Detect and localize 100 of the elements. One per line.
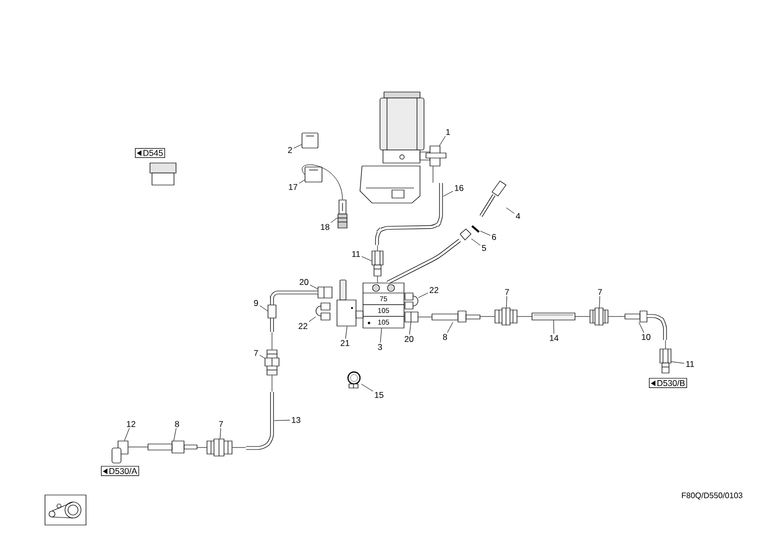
callout-number: 4: [516, 213, 520, 219]
leader-line: [310, 284, 318, 290]
banjo-fitting-drawing: [404, 292, 418, 310]
washer-drawing: [471, 225, 480, 233]
valve-drawing: [420, 146, 446, 166]
clamp-drawing: [347, 371, 361, 388]
leader-line: [439, 136, 446, 146]
callout-number: 8: [175, 421, 179, 427]
callout-number: 16: [454, 185, 464, 191]
leader-line: [447, 322, 454, 333]
connecting-line: [302, 164, 343, 200]
callout-number: 22: [430, 287, 438, 293]
tube: [270, 290, 318, 300]
leader-line: [443, 190, 454, 196]
fitting-drawing: [660, 348, 672, 374]
leader-line: [506, 296, 508, 308]
connecting-line: [418, 316, 432, 318]
leader-line: [124, 428, 130, 441]
leader-line: [599, 296, 600, 308]
callout-number: 15: [374, 392, 384, 398]
nut-drawing: [460, 228, 472, 240]
callout-number: 6: [492, 234, 496, 240]
connecting-line: [197, 447, 207, 448]
fitting-drawing: [372, 250, 384, 276]
leader-line: [409, 322, 412, 335]
callout-number: 3: [378, 344, 382, 350]
fitting-drawing: [590, 308, 608, 326]
plug-drawing: [338, 200, 348, 228]
leader-line: [361, 384, 374, 392]
tube-drawing: [624, 310, 648, 322]
callout-number: 11: [686, 361, 694, 367]
leader-line: [418, 292, 428, 298]
tube-drawing: [268, 296, 276, 332]
callout-number: 10: [642, 334, 650, 340]
callout-number: 7: [254, 350, 258, 356]
callout-number: 7: [219, 421, 223, 427]
callout-number: 1: [446, 129, 450, 135]
callout-number: 13: [292, 417, 300, 423]
tube-drawing: [246, 392, 274, 450]
leader-line: [380, 328, 382, 343]
connecting-line: [232, 447, 246, 448]
callout-number: 20: [404, 336, 414, 342]
leader-line: [553, 320, 554, 334]
connecting-line: [575, 316, 590, 317]
callout-number: 11: [352, 251, 360, 257]
leader-line: [259, 354, 265, 358]
fitting-drawing: [264, 350, 280, 376]
callout-number: 2: [288, 147, 292, 153]
tube-drawing: [148, 440, 198, 454]
callout-number: 21: [340, 340, 350, 346]
reference-box: D530/B: [648, 378, 688, 388]
leader-line: [345, 326, 348, 339]
leader-line: [174, 428, 176, 441]
leader-line: [361, 256, 372, 262]
callout-number: 9: [254, 300, 258, 306]
leader-line: [471, 238, 481, 246]
callout-number: 22: [298, 323, 308, 329]
connecting-line: [517, 316, 532, 317]
callout-number: 20: [300, 279, 308, 285]
tube-drawing: [532, 312, 576, 320]
banjo-fitting-drawing: [316, 302, 330, 320]
callout-number: 18: [320, 224, 330, 230]
connector-drawing: [304, 166, 322, 182]
leader-line: [274, 420, 290, 421]
sensor-drawing: [480, 180, 506, 217]
connector-drawing: [302, 132, 318, 148]
leader-line: [480, 230, 491, 236]
callout-number: 7: [598, 289, 602, 295]
valve-drawing: [336, 280, 364, 326]
leader-line: [308, 316, 316, 322]
reference-box: D530/A: [100, 466, 140, 476]
connecting-line: [665, 340, 666, 349]
fitting-drawing: [206, 438, 232, 456]
callout-number: 17: [288, 184, 298, 190]
leader-line: [330, 217, 338, 223]
elbow-drawing: [112, 440, 128, 464]
connecting-line: [377, 245, 378, 251]
callout-number: 7: [505, 289, 509, 295]
connecting-line: [432, 166, 434, 183]
leader-line: [293, 144, 302, 148]
tube: [386, 238, 461, 284]
fitting-drawing: [318, 286, 332, 298]
connecting-line: [377, 276, 378, 283]
reference-box: D545: [134, 148, 166, 158]
leader-line: [671, 361, 685, 364]
leader-line: [298, 180, 305, 184]
tube-drawing: [432, 310, 480, 322]
connecting-line: [480, 316, 495, 317]
fitting-drawing: [404, 312, 418, 322]
callout-number: 8: [443, 334, 447, 340]
leader-line: [259, 305, 268, 312]
leader-line: [638, 322, 644, 333]
connecting-line: [608, 316, 625, 317]
fitting-drawing: [494, 308, 518, 326]
callout-number: 14: [550, 335, 558, 341]
leader-line: [220, 428, 221, 439]
callout-number: 12: [126, 421, 136, 427]
callout-number: 5: [482, 245, 486, 251]
tube-drawing: [375, 183, 443, 245]
drawing-number: F80Q/D550/0103: [682, 492, 742, 500]
